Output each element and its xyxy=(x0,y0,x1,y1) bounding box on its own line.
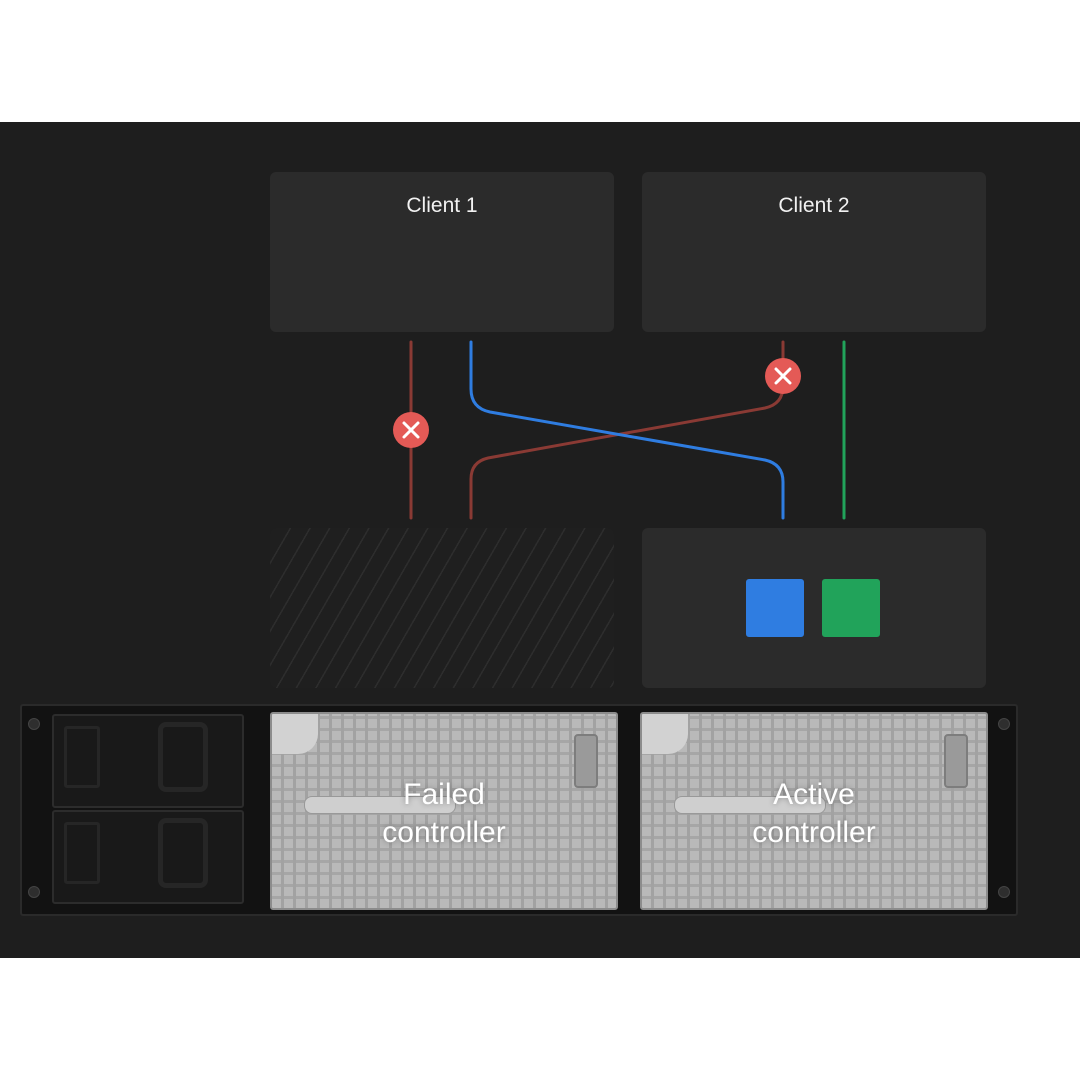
path-client2-to-failed xyxy=(469,340,785,520)
client-2-box: Client 2 xyxy=(642,172,986,332)
client-2-session-square xyxy=(822,579,880,637)
psu-latch xyxy=(64,726,100,788)
x-circle-icon xyxy=(393,412,429,448)
chassis-screw-icon xyxy=(998,718,1010,730)
active-controller-label: Active controller xyxy=(752,778,876,849)
active-controller-module: Active controller xyxy=(640,712,988,910)
psu-latch xyxy=(64,822,100,884)
module-ear xyxy=(642,714,688,754)
failed-controller-module: Failed controller xyxy=(270,712,618,910)
chassis-screw-icon xyxy=(998,886,1010,898)
x-circle-icon xyxy=(765,358,801,394)
module-handle-bar xyxy=(674,796,826,814)
client-1-label: Client 1 xyxy=(406,194,478,217)
active-controller-target-box xyxy=(642,528,986,688)
path-client1-to-active xyxy=(469,340,785,520)
psu-handle xyxy=(158,818,208,888)
chassis-screw-icon xyxy=(28,718,40,730)
power-supply-top xyxy=(52,714,244,808)
diagram-stage: Client 1 Client 2 xyxy=(0,122,1080,958)
failed-controller-label: Failed controller xyxy=(382,778,506,849)
serial-port xyxy=(944,734,968,788)
module-handle-bar xyxy=(304,796,456,814)
serial-port xyxy=(574,734,598,788)
chassis-screw-icon xyxy=(28,886,40,898)
module-ear xyxy=(272,714,318,754)
storage-chassis: Failed controller Active controller xyxy=(20,704,1018,916)
failed-controller-target-box xyxy=(270,528,614,688)
psu-handle xyxy=(158,722,208,792)
power-supply-bottom xyxy=(52,810,244,904)
connection-paths xyxy=(393,340,846,520)
client-1-session-square xyxy=(746,579,804,637)
client-2-label: Client 2 xyxy=(778,194,850,217)
client-1-box: Client 1 xyxy=(270,172,614,332)
